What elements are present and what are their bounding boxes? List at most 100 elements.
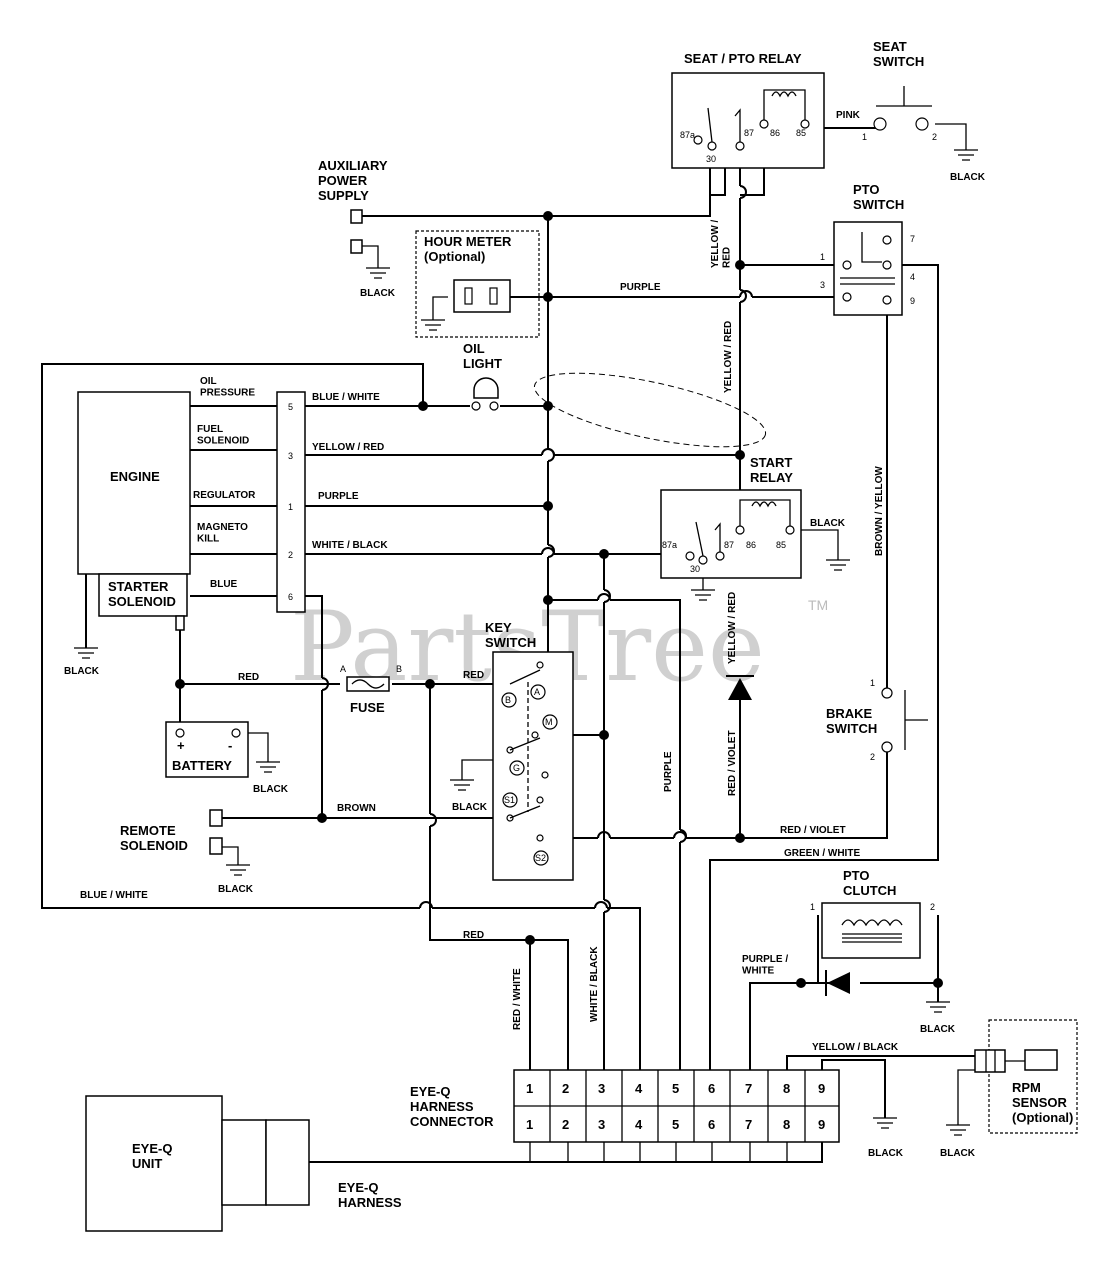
hour-meter: HOUR METER(Optional) bbox=[415, 230, 540, 338]
eyeq-pin-3b: 3 bbox=[598, 1117, 605, 1132]
brake-switch-pin-1: 1 bbox=[870, 678, 875, 688]
engine-pin-2: 2 bbox=[288, 550, 293, 560]
eyeq-gnd-label: BLACK bbox=[868, 1148, 904, 1159]
key-gnd-label: BLACK bbox=[452, 802, 488, 813]
key-terminal-a: A bbox=[534, 687, 540, 697]
eyeq-pin-5: 5 bbox=[672, 1081, 679, 1096]
wire-regulator-label: PURPLE bbox=[318, 491, 359, 502]
eyeq-pin-3: 3 bbox=[598, 1081, 605, 1096]
seat-pto-relay-title: SEAT / PTO RELAY bbox=[684, 51, 802, 66]
start-relay-gnd-label: BLACK bbox=[810, 518, 846, 529]
eyeq-pin-6: 6 bbox=[708, 1081, 715, 1096]
engine-label-blue: BLUE bbox=[210, 579, 238, 590]
seat-relay-pin-87: 87 bbox=[744, 128, 754, 138]
fuse: A B FUSE bbox=[340, 664, 402, 715]
key-terminal-s1: S1 bbox=[504, 795, 515, 805]
start-relay-pin-87: 87 bbox=[724, 540, 734, 550]
brake-switch-pin-2: 2 bbox=[870, 752, 875, 762]
fuse-a-label: A bbox=[340, 664, 346, 674]
eyeq-pin-4b: 4 bbox=[635, 1117, 643, 1132]
wire-red-violet-horiz: RED / VIOLET bbox=[780, 825, 846, 836]
rpm-gnd-label: BLACK bbox=[940, 1148, 976, 1159]
wire-red-white: RED / WHITE bbox=[512, 968, 523, 1030]
engine-gnd-label: BLACK bbox=[64, 666, 100, 677]
pto-switch-pin-3: 3 bbox=[820, 280, 825, 290]
pto-clutch-pin-1: 1 bbox=[810, 902, 815, 912]
wire-yellow-black: YELLOW / BLACK bbox=[812, 1042, 899, 1053]
eyeq-pin-1b: 1 bbox=[526, 1117, 533, 1132]
pto-switch-pin-1: 1 bbox=[820, 252, 825, 262]
wire-purple-white: PURPLE /WHITE bbox=[742, 954, 788, 977]
battery-title: BATTERY bbox=[172, 758, 232, 773]
aux-gnd-label: BLACK bbox=[360, 288, 396, 299]
wire-red-battery: RED bbox=[238, 672, 259, 683]
start-relay-pin-86: 86 bbox=[746, 540, 756, 550]
seat-switch-pin-1: 1 bbox=[862, 132, 867, 142]
diodes bbox=[726, 675, 850, 996]
wire-red-harness: RED bbox=[463, 930, 484, 941]
start-relay-pin-30: 30 bbox=[690, 564, 700, 574]
eyeq-pin-9: 9 bbox=[818, 1081, 825, 1096]
start-relay-pin-85: 85 bbox=[776, 540, 786, 550]
engine-pin-1: 1 bbox=[288, 502, 293, 512]
pto-clutch-gnd-label: BLACK bbox=[920, 1024, 956, 1035]
engine-pin-3: 3 bbox=[288, 451, 293, 461]
pto-switch-pin-9: 9 bbox=[910, 296, 915, 306]
wire-purple-hour: PURPLE bbox=[620, 282, 661, 293]
wire-magneto-kill-label: WHITE / BLACK bbox=[312, 540, 388, 551]
seat-switch-pin-2: 2 bbox=[932, 132, 937, 142]
wire-fuel-solenoid-label: YELLOW / RED bbox=[312, 442, 384, 453]
key-terminal-s2: S2 bbox=[535, 853, 546, 863]
eyeq-pin-5b: 5 bbox=[672, 1117, 679, 1132]
wire-yellow-red-mid: YELLOW / RED bbox=[723, 321, 734, 393]
wire-blue-white-loop: BLUE / WHITE bbox=[80, 890, 148, 901]
hour-meter-title: HOUR METER(Optional) bbox=[424, 234, 512, 264]
eyeq-pin-4: 4 bbox=[635, 1081, 643, 1096]
engine-pin-5: 5 bbox=[288, 402, 293, 412]
eyeq-pin-7: 7 bbox=[745, 1081, 752, 1096]
seat-relay-pin-86: 86 bbox=[770, 128, 780, 138]
wire-brown-yellow: BROWN / YELLOW bbox=[874, 466, 885, 556]
wire-oil-pressure-label: BLUE / WHITE bbox=[312, 392, 380, 403]
remote-solenoid-gnd-label: BLACK bbox=[218, 884, 254, 895]
fuse-b-label: B bbox=[396, 664, 402, 674]
wire-pink-label: PINK bbox=[836, 110, 861, 121]
wire-yellow-red-bottom: YELLOW / RED bbox=[727, 592, 738, 664]
pto-clutch-pin-2: 2 bbox=[930, 902, 935, 912]
eyeq-pin-7b: 7 bbox=[745, 1117, 752, 1132]
eyeq-pin-2: 2 bbox=[562, 1081, 569, 1096]
wire-brown-remote: BROWN bbox=[337, 803, 376, 814]
eyeq-pin-8: 8 bbox=[783, 1081, 790, 1096]
seat-relay-pin-30: 30 bbox=[706, 154, 716, 164]
start-relay-pin-87a: 87a bbox=[662, 540, 677, 550]
key-terminal-m: M bbox=[545, 717, 553, 727]
wire-labels: PURPLE YELLOW /RED YELLOW / RED BROWN / … bbox=[80, 219, 899, 1053]
eyeq-pin-1: 1 bbox=[526, 1081, 533, 1096]
wire-red-key: RED bbox=[463, 670, 484, 681]
engine-pin-6: 6 bbox=[288, 592, 293, 602]
eyeq-pin-9b: 9 bbox=[818, 1117, 825, 1132]
